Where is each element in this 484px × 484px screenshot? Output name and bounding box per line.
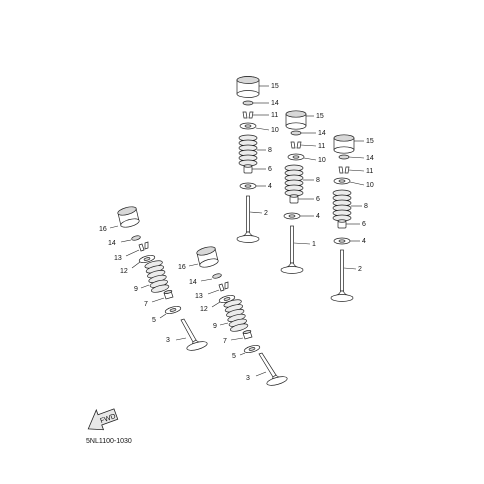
valve-cotter-a: [242, 111, 254, 119]
spring-retainer-c: [333, 177, 351, 185]
valve-assembly-c: 15 14 11 10 8 6: [330, 134, 374, 302]
spring-retainer-b: [287, 153, 305, 161]
callout-d-12: 12: [120, 268, 128, 275]
valve-stem-seal-a: [243, 164, 253, 174]
callout-d-9: 9: [134, 286, 138, 293]
callout-d-5: 5: [152, 317, 156, 324]
valve-lifter-c: [333, 134, 355, 154]
callout-a-11: 11: [271, 112, 278, 119]
callout-d-7: 7: [144, 301, 148, 308]
valve-pad-a: [242, 100, 254, 106]
valve-assembly-d: 16 14 13 12 9 7: [99, 206, 208, 351]
callout-e-14: 14: [189, 279, 197, 286]
callout-e-5: 5: [232, 353, 236, 360]
valve-cotter-d: [138, 241, 149, 252]
callout-d-13: 13: [114, 255, 122, 262]
valve-lifter-e: [196, 246, 219, 268]
forward-direction-arrow: FWD: [87, 408, 119, 431]
valve-stem-seal-d: [163, 290, 174, 300]
spring-retainer-d: [138, 255, 156, 263]
callout-e-9: 9: [213, 323, 217, 330]
valve-assembly-a: 15 14 11 10 8: [236, 76, 279, 243]
valve-stem-seal-e: [242, 330, 253, 340]
callout-e-13: 13: [195, 293, 203, 300]
valve-lifter-b: [285, 110, 307, 130]
callout-c-8: 8: [364, 203, 368, 210]
valve-stem-seal-b: [289, 194, 299, 204]
callout-e-12: 12: [200, 306, 208, 313]
valve-pad-d: [131, 235, 141, 241]
callout-a-8: 8: [268, 147, 272, 154]
spring-retainer-a: [239, 122, 257, 130]
callout-d-14: 14: [108, 240, 116, 247]
part-code: 5NL1100-1030: [86, 438, 132, 445]
valve-spring-e: [223, 299, 249, 332]
valve-pad-e: [212, 273, 222, 279]
callout-b-11: 11: [318, 143, 325, 150]
valve-spring-d: [144, 260, 170, 293]
callout-e-7: 7: [223, 338, 227, 345]
valve-cotter-e: [218, 281, 229, 292]
callout-c-6: 6: [362, 221, 366, 228]
callout-a-15: 15: [271, 83, 279, 90]
valve-assembly-e: 16 14 13 12 9 7: [178, 246, 288, 386]
valve-spring-c: [332, 189, 352, 222]
callout-c-4: 4: [362, 238, 366, 245]
callout-b-10: 10: [318, 157, 326, 164]
callout-b-4: 4: [316, 213, 320, 220]
valve-spring-b: [284, 164, 304, 197]
spring-seat-c: [333, 237, 351, 245]
callout-a-2: 2: [264, 210, 268, 217]
spring-seat-a: [239, 182, 257, 190]
callout-a-10: 10: [271, 127, 279, 134]
callout-b-1: 1: [312, 241, 316, 248]
spring-seat-d: [164, 306, 182, 314]
callout-c-14: 14: [366, 155, 374, 162]
callout-c-2: 2: [358, 266, 362, 273]
callout-b-6: 6: [316, 196, 320, 203]
spring-seat-b: [283, 212, 301, 220]
callout-d-16: 16: [99, 226, 107, 233]
spring-seat-e: [243, 345, 261, 353]
valve-cotter-c: [338, 166, 350, 174]
intake-valve-b: [280, 225, 304, 274]
intake-valve-d: [180, 318, 208, 351]
exhaust-valve-c: [330, 249, 354, 302]
callout-a-4: 4: [268, 183, 272, 190]
callout-e-3: 3: [246, 375, 250, 382]
callout-b-15: 15: [316, 113, 324, 120]
callout-a-6: 6: [268, 166, 272, 173]
valve-cotter-b: [290, 141, 302, 149]
valve-spring-a: [238, 134, 258, 167]
callout-c-10: 10: [366, 182, 374, 189]
valve-stem-seal-c: [337, 219, 347, 229]
callout-d-3: 3: [166, 337, 170, 344]
valve-assembly-b: 15 14 11 10 8 6: [280, 110, 326, 274]
callout-e-16: 16: [178, 264, 186, 271]
callout-b-14: 14: [318, 130, 326, 137]
valve-lifter-d: [117, 206, 140, 228]
valve-lifter-a: [236, 76, 260, 98]
callout-c-15: 15: [366, 138, 374, 145]
callout-a-14: 14: [271, 100, 279, 107]
valve-pad-b: [290, 130, 302, 136]
callout-b-8: 8: [316, 177, 320, 184]
exhaust-valve-a: [236, 195, 260, 243]
valve-pad-c: [338, 154, 350, 160]
callout-c-11: 11: [366, 168, 373, 175]
intake-valve-e: [258, 352, 288, 386]
